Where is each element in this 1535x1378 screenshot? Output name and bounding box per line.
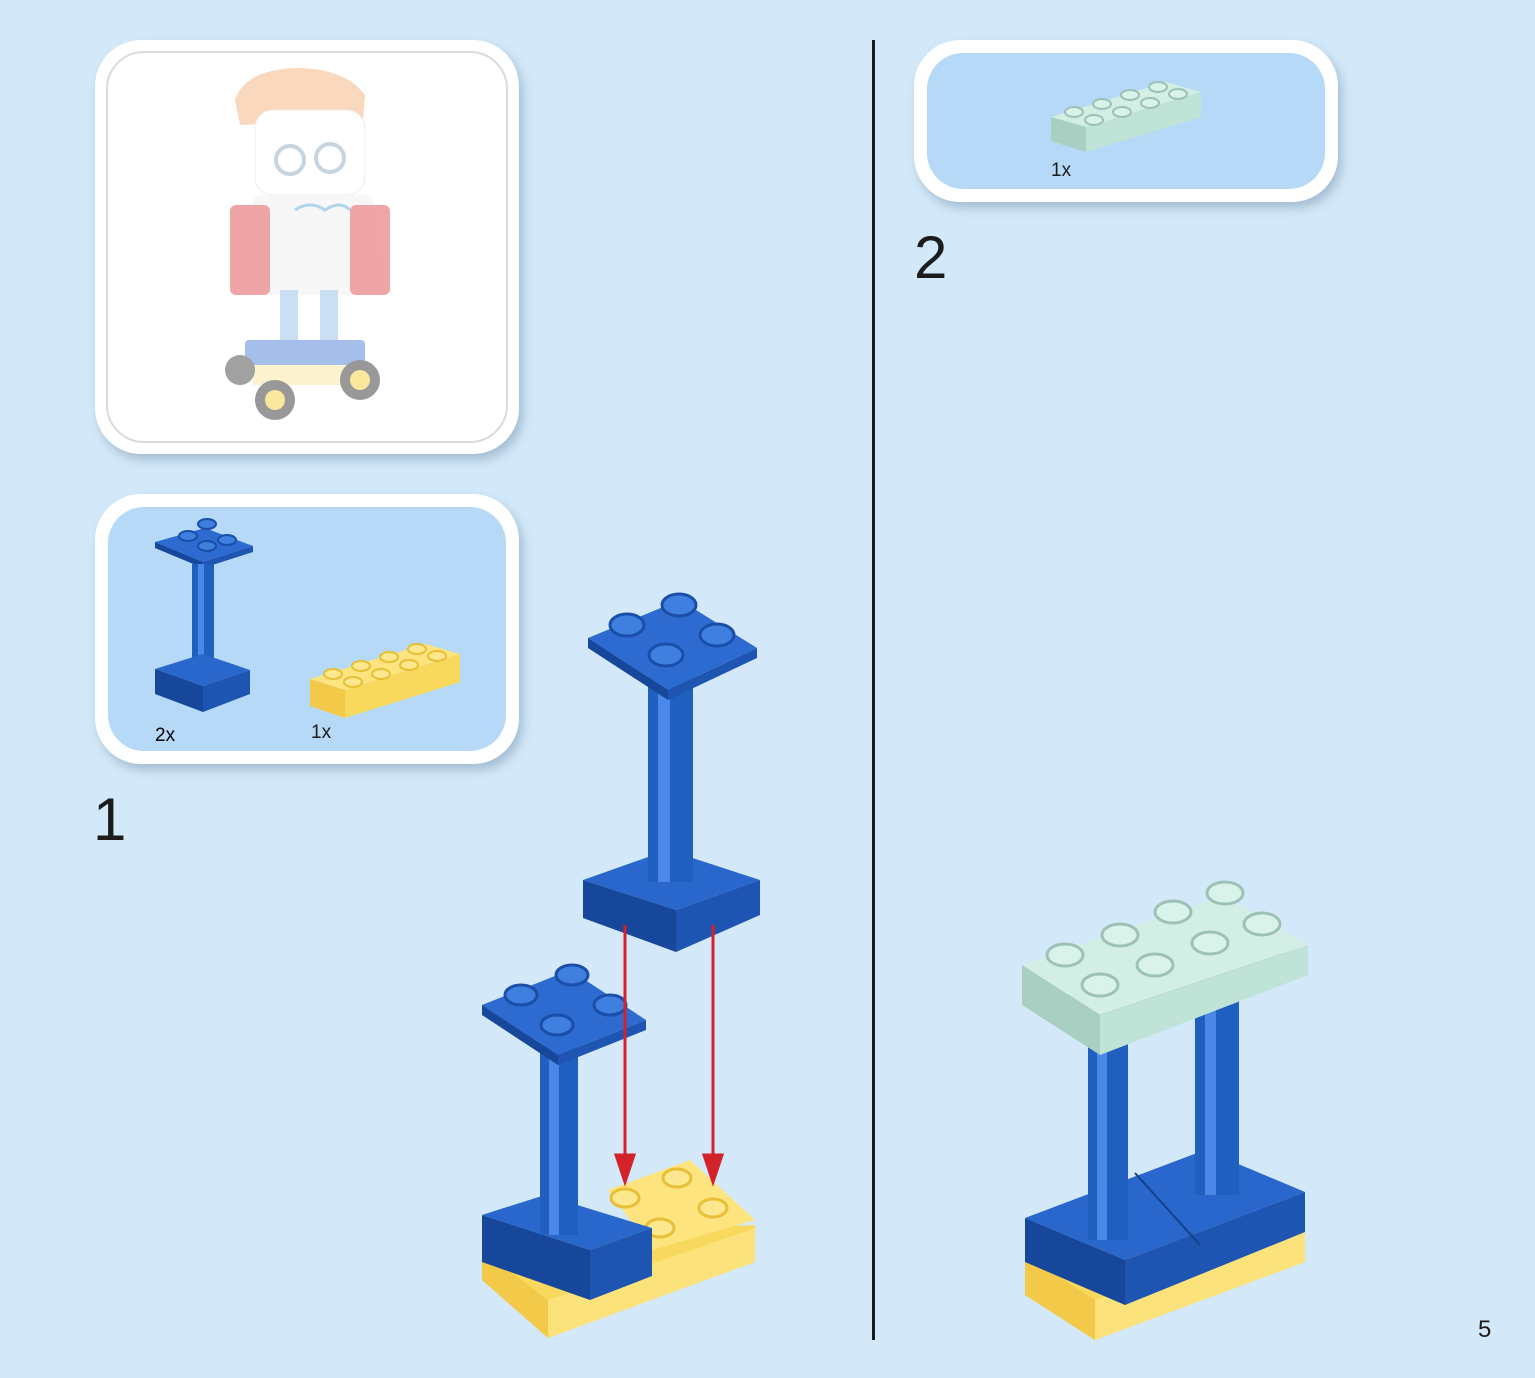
step-divider [872,40,875,1340]
mint-brick-qty: 1x [1051,160,1072,181]
page-number: 5 [1478,1316,1492,1343]
finished-model-preview [95,40,519,454]
step-1-parts-illustrations: 2x [155,518,460,746]
step-2-number: 2 [914,224,948,291]
yellow-2x4-brick-icon [310,643,460,718]
mint-2x4-brick-icon [1051,81,1201,152]
pillar-qty: 2x [155,725,176,746]
blue-pillar-brick-icon [155,518,253,712]
step-2-parts-illustrations [1051,81,1201,152]
step-2-parts-list: 1x [914,40,1338,202]
preview-border [106,51,508,443]
step-1-parts-list: 2x 1x [95,494,519,764]
yellow-brick-qty: 1x [311,722,332,743]
step-1-number: 1 [93,786,127,853]
faded-figure-illustration [225,68,390,420]
